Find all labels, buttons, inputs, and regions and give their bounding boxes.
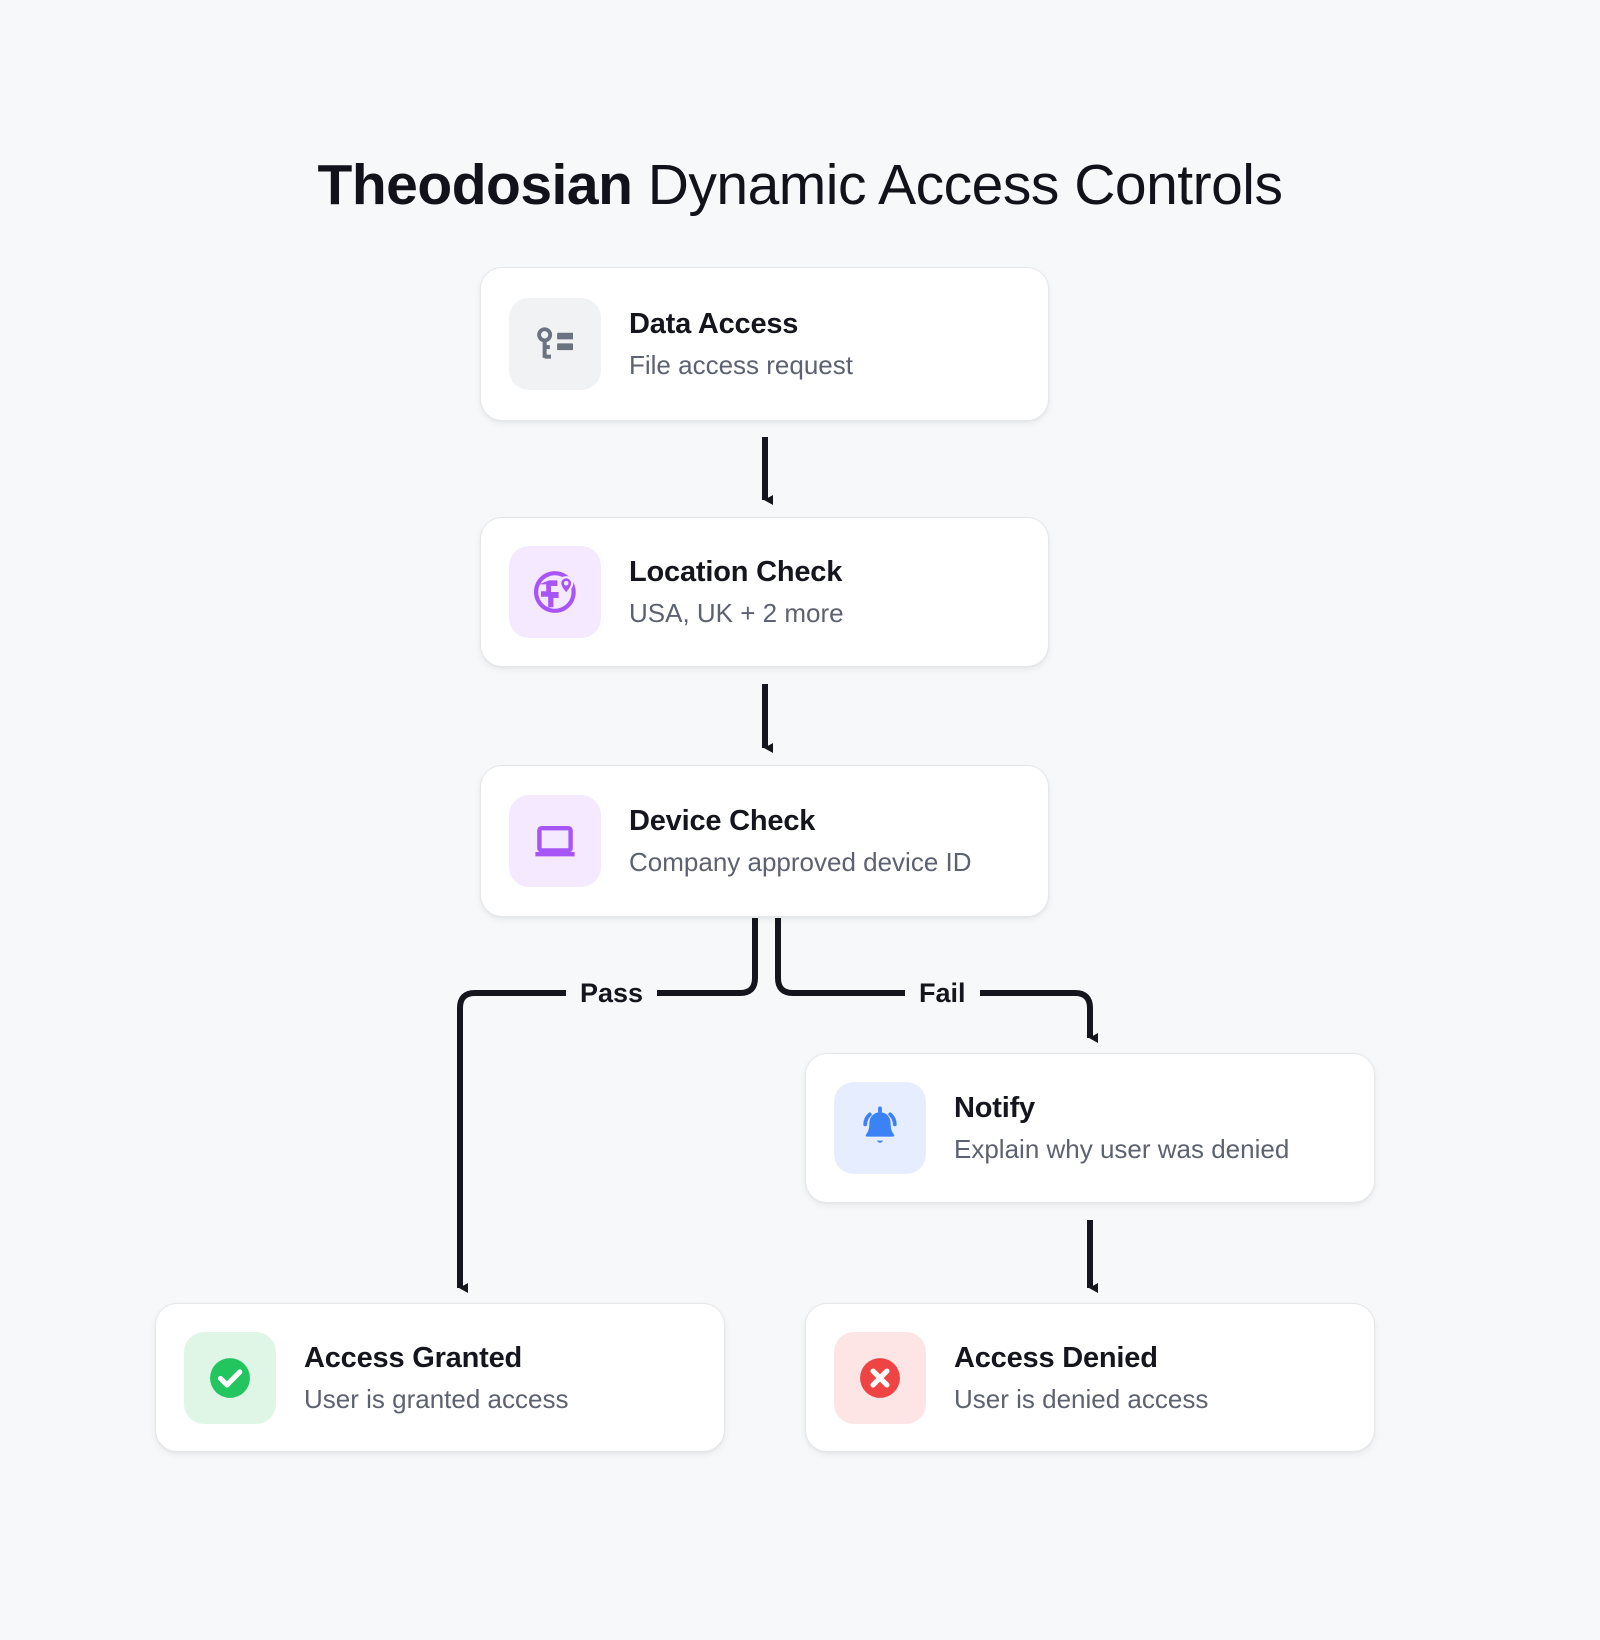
check-circle-icon bbox=[210, 1357, 250, 1398]
node-notify[interactable]: Notify Explain why user was denied bbox=[805, 1053, 1375, 1203]
page-title-brand: Theodosian bbox=[317, 153, 633, 218]
page-title: Theodosian Dynamic Access Controls bbox=[0, 150, 1600, 220]
node-notify-title: Notify bbox=[954, 1092, 1035, 1124]
x-circle-icon-container bbox=[834, 1331, 926, 1424]
key-list-icon-container bbox=[509, 298, 601, 390]
node-notify-subtitle: Explain why user was denied bbox=[954, 1134, 1290, 1164]
page-title-rest: Dynamic Access Controls bbox=[632, 153, 1283, 218]
node-access-denied-text: Access Denied User is denied access bbox=[954, 1339, 1208, 1417]
key-list-icon bbox=[537, 327, 574, 359]
bell-ringing-icon-container bbox=[834, 1082, 926, 1174]
bell-ringing-icon bbox=[863, 1106, 897, 1143]
node-access-granted-title: Access Granted bbox=[304, 1341, 523, 1374]
node-data-access-subtitle: File access request bbox=[629, 350, 853, 380]
node-data-access[interactable]: Data Access File access request bbox=[480, 267, 1049, 421]
check-circle-icon-container bbox=[184, 1331, 276, 1424]
node-device-check-text: Device Check Company approved device ID bbox=[629, 802, 972, 880]
node-device-check-subtitle: Company approved device ID bbox=[629, 847, 972, 877]
edge-device-check-pass bbox=[457, 918, 758, 1293]
node-access-granted-text: Access Granted User is granted access bbox=[304, 1339, 568, 1417]
laptop-icon-container bbox=[509, 795, 601, 887]
node-notify-text: Notify Explain why user was denied bbox=[954, 1089, 1289, 1167]
edge-label-pass: Pass bbox=[566, 977, 658, 1009]
node-location-check[interactable]: Location Check USA, UK + 2 more bbox=[480, 517, 1049, 667]
node-location-check-text: Location Check USA, UK + 2 more bbox=[629, 553, 844, 631]
node-data-access-title: Data Access bbox=[629, 308, 799, 340]
x-circle-icon bbox=[860, 1357, 900, 1398]
node-access-granted-subtitle: User is granted access bbox=[304, 1383, 569, 1414]
laptop-icon bbox=[535, 825, 575, 857]
node-device-check[interactable]: Device Check Company approved device ID bbox=[480, 765, 1049, 917]
node-access-denied[interactable]: Access Denied User is denied access bbox=[805, 1303, 1375, 1452]
edge-label-fail: Fail bbox=[905, 977, 980, 1009]
node-location-check-title: Location Check bbox=[629, 556, 843, 588]
node-location-check-subtitle: USA, UK + 2 more bbox=[629, 598, 844, 628]
node-access-denied-subtitle: User is denied access bbox=[954, 1383, 1209, 1414]
globe-pin-icon bbox=[534, 571, 576, 613]
node-device-check-title: Device Check bbox=[629, 805, 816, 837]
node-access-denied-title: Access Denied bbox=[954, 1341, 1158, 1374]
globe-pin-icon-container bbox=[509, 546, 601, 638]
node-data-access-text: Data Access File access request bbox=[629, 305, 853, 383]
node-access-granted[interactable]: Access Granted User is granted access bbox=[155, 1303, 725, 1452]
